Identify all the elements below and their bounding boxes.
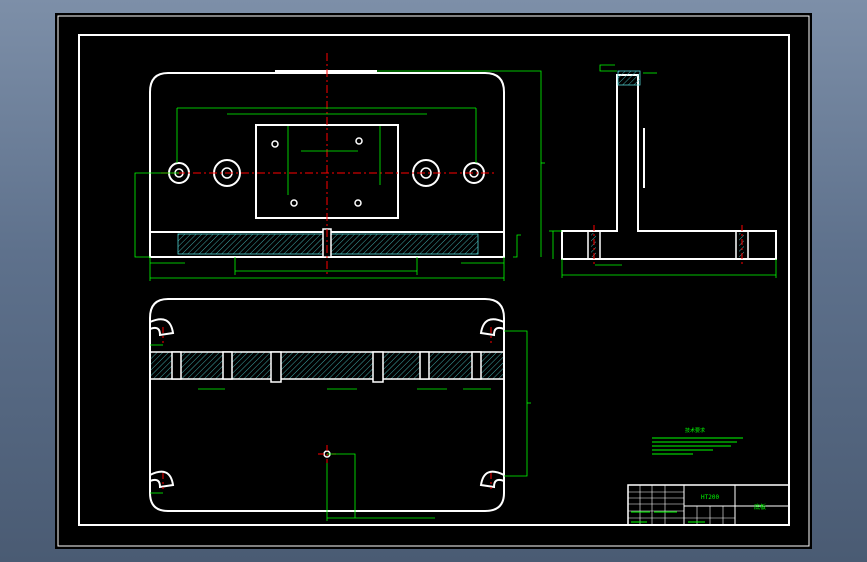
sheet-outer-border	[57, 15, 810, 547]
side-top-hatch	[617, 70, 641, 86]
title-block-hints	[631, 511, 705, 523]
title-block-grid	[628, 485, 735, 525]
dimensions-top	[150, 330, 531, 521]
small-holes-front	[271, 137, 363, 207]
sheet-inner-border	[78, 34, 790, 526]
front-view	[134, 53, 545, 281]
top-section-band	[149, 351, 505, 380]
technical-notes: 技术要求	[652, 427, 743, 455]
cad-viewport[interactable]: 技术要求 HT200 底板	[55, 13, 812, 549]
side-holes	[587, 230, 749, 260]
title-block: HT200 底板	[627, 484, 790, 526]
centerlines-front	[161, 53, 495, 275]
notes-heading: 技术要求	[685, 427, 705, 434]
title-block-frame	[627, 484, 790, 526]
top-section-holes	[171, 351, 482, 383]
slots	[149, 318, 505, 489]
top-view	[149, 298, 531, 521]
material-label: HT200	[701, 494, 719, 501]
centerlines-side	[593, 225, 743, 265]
side-hole-hatch	[591, 233, 744, 257]
dimensions-side	[549, 64, 777, 278]
top-view-outline	[149, 298, 505, 512]
engineering-drawing: 技术要求 HT200 底板	[57, 15, 810, 547]
side-view	[549, 64, 777, 278]
dimensions-front	[134, 70, 545, 281]
part-name-label: 底板	[754, 503, 766, 511]
